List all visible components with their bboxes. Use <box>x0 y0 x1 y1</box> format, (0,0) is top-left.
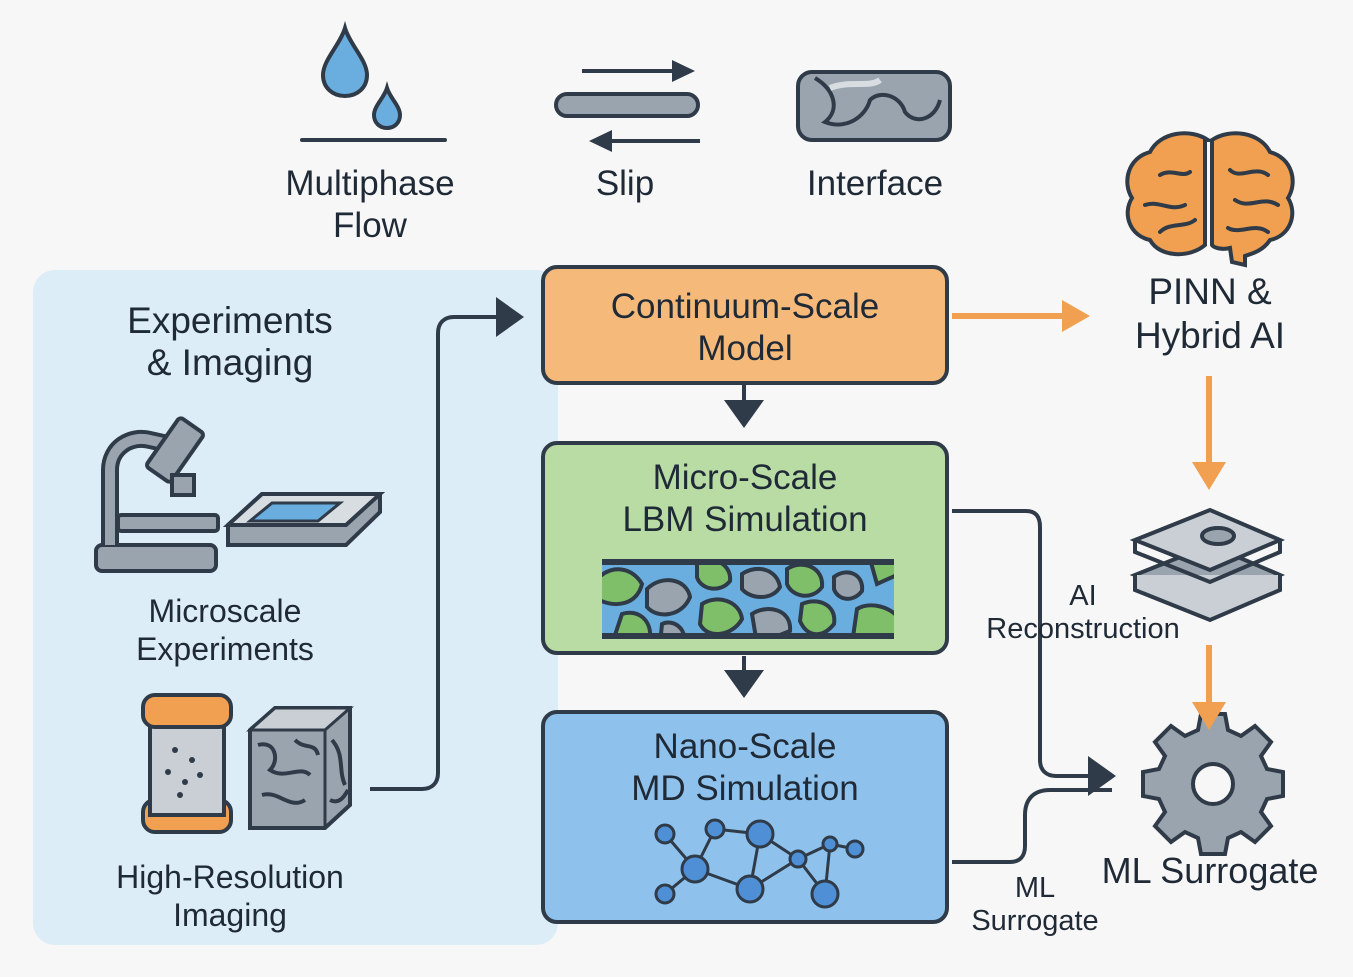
slip-label: Slip <box>595 164 655 203</box>
gear-icon <box>1141 712 1285 856</box>
arrow-imaging-to-continuum <box>370 297 524 791</box>
porous-cube-icon <box>246 706 354 830</box>
arrow-nano-to-surrogate <box>952 788 1112 864</box>
experiments-imaging-title: Experiments& Imaging <box>127 300 333 383</box>
arrow-continuum-to-pinn-head <box>1062 300 1090 332</box>
layers-icon <box>1129 507 1286 623</box>
interface-icon <box>796 70 952 142</box>
sample-canister-icon <box>141 693 233 834</box>
arrow-micro-to-surrogate <box>952 509 1116 796</box>
arrow-pinn-to-layers-head <box>1192 462 1226 490</box>
pinn-hybrid-ai-label: PINN &Hybrid AI <box>1134 271 1286 356</box>
water-drops-icon <box>300 20 447 142</box>
ml-surrogate-label: ML Surrogate <box>1101 850 1319 891</box>
molecule-network-icon <box>654 818 865 909</box>
experiments-panel <box>33 270 558 945</box>
interface-label: Interface <box>806 164 944 203</box>
arrow-layers-to-gear-head <box>1192 702 1226 730</box>
slide-icon <box>222 492 386 547</box>
slip-icon <box>554 60 700 152</box>
microscope-icon <box>94 416 220 573</box>
brain-icon <box>1125 131 1295 268</box>
porous-media-icon <box>602 559 894 639</box>
